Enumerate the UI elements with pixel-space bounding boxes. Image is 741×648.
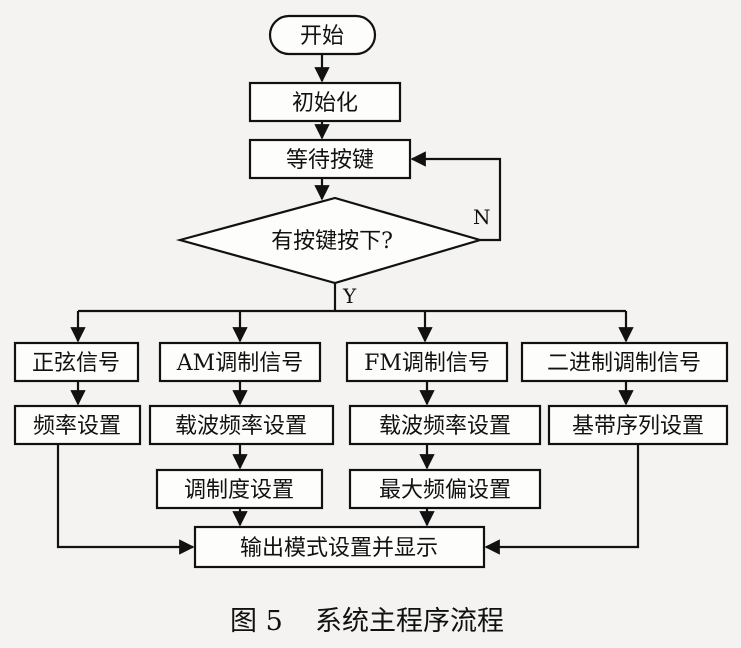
am-depth-label: 调制度设置 [184, 478, 294, 503]
arrow-binary-output [484, 444, 640, 555]
am-signal-label: AM调制信号 [176, 351, 303, 376]
start-label: 开始 [300, 24, 344, 49]
fm-deviation-box: 最大频偏设置 [348, 468, 542, 510]
start-terminal: 开始 [268, 14, 377, 56]
fm-signal-label: FM调制信号 [364, 351, 490, 376]
yes-label: Y [342, 284, 357, 308]
fm-deviation-label: 最大频偏设置 [379, 478, 511, 503]
init-box: 初始化 [248, 81, 402, 123]
binary-signal-label: 二进制调制信号 [547, 351, 701, 376]
no-label: N [473, 205, 491, 229]
am-carrier-box: 载波频率设置 [148, 404, 335, 446]
am-depth-box: 调制度设置 [155, 468, 324, 510]
sine-frequency-label: 频率设置 [33, 414, 121, 439]
fm-signal-box: FM调制信号 [345, 341, 509, 383]
am-signal-box: AM调制信号 [158, 341, 322, 383]
output-display-box: 输出模式设置并显示 [193, 525, 486, 569]
fm-carrier-label: 载波频率设置 [379, 414, 511, 439]
init-label: 初始化 [292, 91, 358, 116]
baseband-sequence-label: 基带序列设置 [572, 414, 704, 439]
wait-key-box: 等待按键 [248, 138, 412, 180]
binary-signal-box: 二进制调制信号 [520, 341, 729, 383]
figure-number: 图 5 [230, 606, 283, 637]
wait-key-label: 等待按键 [286, 148, 374, 173]
key-pressed-decision: 有按键按下? [175, 196, 484, 285]
figure-title: 系统主程序流程 [315, 606, 504, 637]
arrow-no-loop [410, 151, 502, 242]
sine-frequency-box: 频率设置 [13, 404, 142, 446]
decision-label: 有按键按下? [271, 229, 393, 254]
baseband-sequence-box: 基带序列设置 [547, 404, 729, 446]
arrow-sine-output [56, 444, 195, 555]
sine-signal-box: 正弦信号 [13, 341, 140, 383]
sine-signal-label: 正弦信号 [32, 351, 120, 376]
output-display-label: 输出模式设置并显示 [240, 536, 438, 561]
am-carrier-label: 载波频率设置 [175, 414, 307, 439]
fm-carrier-box: 载波频率设置 [348, 404, 542, 446]
figure-caption: 图 5 系统主程序流程 [230, 606, 504, 637]
